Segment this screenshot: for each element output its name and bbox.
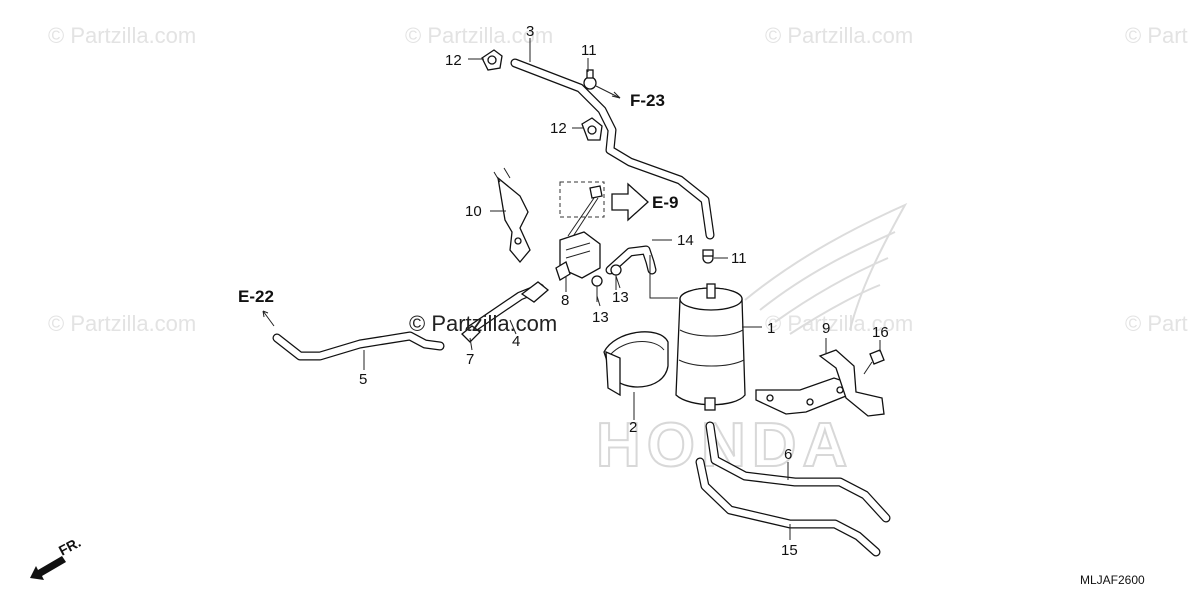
bolt-13-b [591,275,603,302]
callout-1: 1 [767,320,775,337]
watermark-mid-edge: © Part [1125,311,1188,336]
diagram-code: MLJAF2600 [1080,573,1145,587]
watermark-center: © Partzilla.com [409,311,557,336]
clip-12-middle [581,117,603,141]
e9-arrow [611,182,649,222]
reference-f23: F-23 [630,91,665,110]
canister-1 [675,283,746,411]
tube-5 [272,331,445,361]
bracket-9 [755,349,885,417]
e22-arrow [262,310,275,327]
callout-16: 16 [872,324,889,341]
hose-14 [605,245,657,275]
callout-11-top: 11 [581,42,597,59]
front-arrow-icon [30,556,66,580]
watermark-mid-left: © Partzilla.com [48,311,196,336]
reference-e22: E-22 [238,287,274,306]
bolt-13-a [610,264,622,290]
clamp-11-top [583,69,597,90]
tube-4 [465,281,550,335]
bolt-in-box [559,181,605,239]
bolt-16 [863,349,885,375]
callout-14: 14 [677,232,694,249]
solenoid-valve [555,231,601,281]
callout-10: 10 [465,203,482,220]
callout-2: 2 [629,419,637,436]
callout-6: 6 [784,446,792,463]
watermark-top-edge: © Part [1125,23,1188,48]
callout-12-top: 12 [445,52,462,69]
clip-12-top [481,49,503,71]
callout-8: 8 [561,292,569,309]
callout-7: 7 [466,351,474,368]
band-2 [603,331,669,397]
leader-lines [363,38,881,540]
bracket-10 [493,167,531,264]
callout-3: 3 [526,23,534,40]
callout-5: 5 [359,371,367,388]
watermark-top-left: © Partzilla.com [48,23,196,48]
callout-13-a: 13 [612,289,629,306]
hose-6 [705,421,891,523]
callout-13-b: 13 [592,309,609,326]
callout-15: 15 [781,542,798,559]
watermark-top-right: © Partzilla.com [765,23,913,48]
tube-3 [510,58,715,240]
background-logo-word: HONDA [596,411,853,480]
reference-e9: E-9 [652,193,678,212]
watermark-top-center: © Partzilla.com [405,23,553,48]
front-label: FR. [56,534,83,559]
callout-12-middle: 12 [550,120,567,137]
callout-9: 9 [822,320,830,337]
callout-4: 4 [512,333,520,350]
watermark-mid-right: © Partzilla.com [765,311,913,336]
fitting-7 [461,325,481,343]
callout-11-right: 11 [731,250,747,267]
clamp-11-right [702,249,714,264]
background-logo-wing [744,202,908,335]
